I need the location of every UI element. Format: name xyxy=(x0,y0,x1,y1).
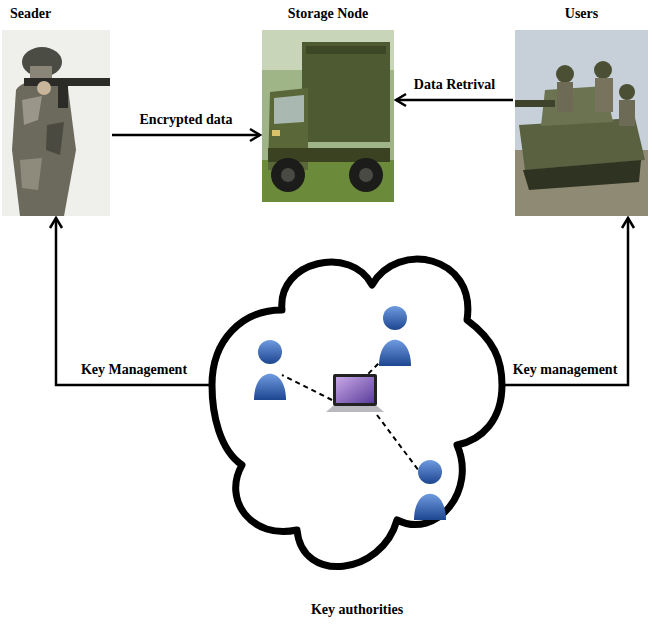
cloud-outline xyxy=(212,259,502,566)
image-area xyxy=(515,26,648,216)
person-icon xyxy=(379,306,411,366)
soldier-figure xyxy=(12,47,110,216)
arrow-head xyxy=(396,94,406,106)
truck-figure xyxy=(268,42,390,192)
connector-arrow xyxy=(502,218,634,385)
photo-node: Storage Node xyxy=(262,4,394,202)
image-area xyxy=(2,26,110,216)
soldier-photo xyxy=(2,30,110,216)
image-area xyxy=(212,240,502,600)
person-icon xyxy=(254,340,286,400)
person-icon xyxy=(414,460,446,520)
connector-line xyxy=(502,218,628,385)
node-heading: Seader xyxy=(2,4,110,26)
laptop-icon xyxy=(326,374,384,412)
connector-line xyxy=(112,134,260,137)
tank-figure xyxy=(515,61,645,190)
arrow-head xyxy=(250,129,260,141)
connector-line xyxy=(396,99,513,102)
dashed-links xyxy=(282,350,422,475)
connector-arrow xyxy=(112,129,260,141)
cloud-shape xyxy=(212,240,502,600)
truck-photo xyxy=(262,30,394,202)
image-area xyxy=(262,26,394,202)
node-heading: Key authorities xyxy=(212,600,502,622)
edge-label: Data Retrival xyxy=(412,76,497,94)
cloud-node: Key authorities xyxy=(212,240,502,622)
node-heading: Users xyxy=(515,4,648,26)
arrow-head xyxy=(622,218,634,228)
connector-arrow xyxy=(396,94,513,106)
photo-node: Users xyxy=(515,4,648,216)
connector-arrow xyxy=(50,218,212,385)
node-heading: Storage Node xyxy=(262,4,394,26)
edge-label: Key management xyxy=(511,361,620,379)
photo-node: Seader xyxy=(2,4,110,216)
edge-label: Key Management xyxy=(79,361,189,379)
connector-line xyxy=(56,218,212,385)
edge-label: Encrypted data xyxy=(138,111,235,129)
tank-photo xyxy=(515,30,648,216)
arrow-head xyxy=(50,218,62,228)
